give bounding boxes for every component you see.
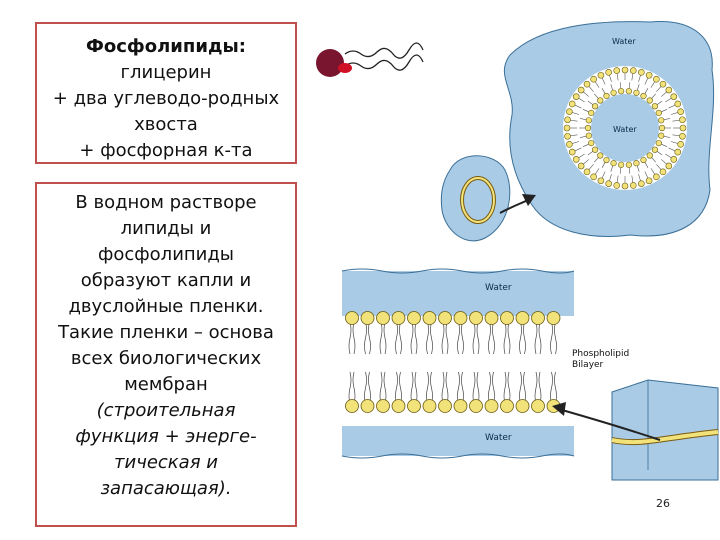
box1-title: Фосфолипиды: [86, 36, 246, 57]
membrane-sample-cube [611, 379, 719, 481]
bilayer-top-water-label: Water [485, 283, 512, 293]
liposome-outer-water-label: Water [612, 37, 636, 46]
box2-italic-line: запасающая). [100, 478, 232, 499]
membrane-description-box: В водном растворе липиды и фосфолипиды о… [35, 182, 297, 527]
box2-line: липиды и [120, 218, 212, 239]
bilayer-label-line2: Bilayer [572, 360, 604, 370]
arrow-head-icon [522, 194, 536, 206]
box2-line: всех биологических [70, 348, 262, 369]
box1-line: хвоста [134, 114, 198, 135]
box1-line: глицерин [120, 62, 212, 83]
phospholipid-bilayer: Water Water [341, 268, 575, 459]
box1-line: + фосфорная к-та [79, 140, 253, 161]
box2-line: двуслойные пленки. [68, 296, 264, 317]
membrane-illustration: Water Water Water Water Phospholipid Bil… [316, 21, 719, 481]
bilayer-label-line1: Phospholipid [572, 349, 629, 359]
box2-italic-line: тическая и [114, 452, 218, 473]
box1-line: + два углеводо-родных [52, 88, 280, 109]
box2-italic-line: функция + энерге- [75, 426, 257, 447]
small-vesicle-icon [440, 155, 511, 242]
phospholipid-definition-box: Фосфолипиды: глицерин + два углеводо-род… [35, 22, 297, 164]
liposome-water-blob: Water Water [504, 21, 715, 237]
box2-line: Такие пленки – основа [58, 322, 274, 343]
box2-line: образуют капли и [80, 270, 252, 291]
box2-line: фосфолипиды [97, 244, 235, 265]
slide-number: 26 [656, 497, 670, 510]
arrow-head-icon [552, 402, 566, 416]
box2-line: мембран [124, 374, 208, 395]
box2-italic-line: (строительная [96, 400, 236, 421]
phospholipid-molecule-icon [316, 42, 424, 77]
liposome-inner-water-label: Water [613, 125, 637, 134]
arrow-to-bilayer [561, 409, 661, 441]
bilayer-bottom-water-label: Water [485, 433, 512, 443]
box2-line: В водном растворе [75, 192, 257, 213]
